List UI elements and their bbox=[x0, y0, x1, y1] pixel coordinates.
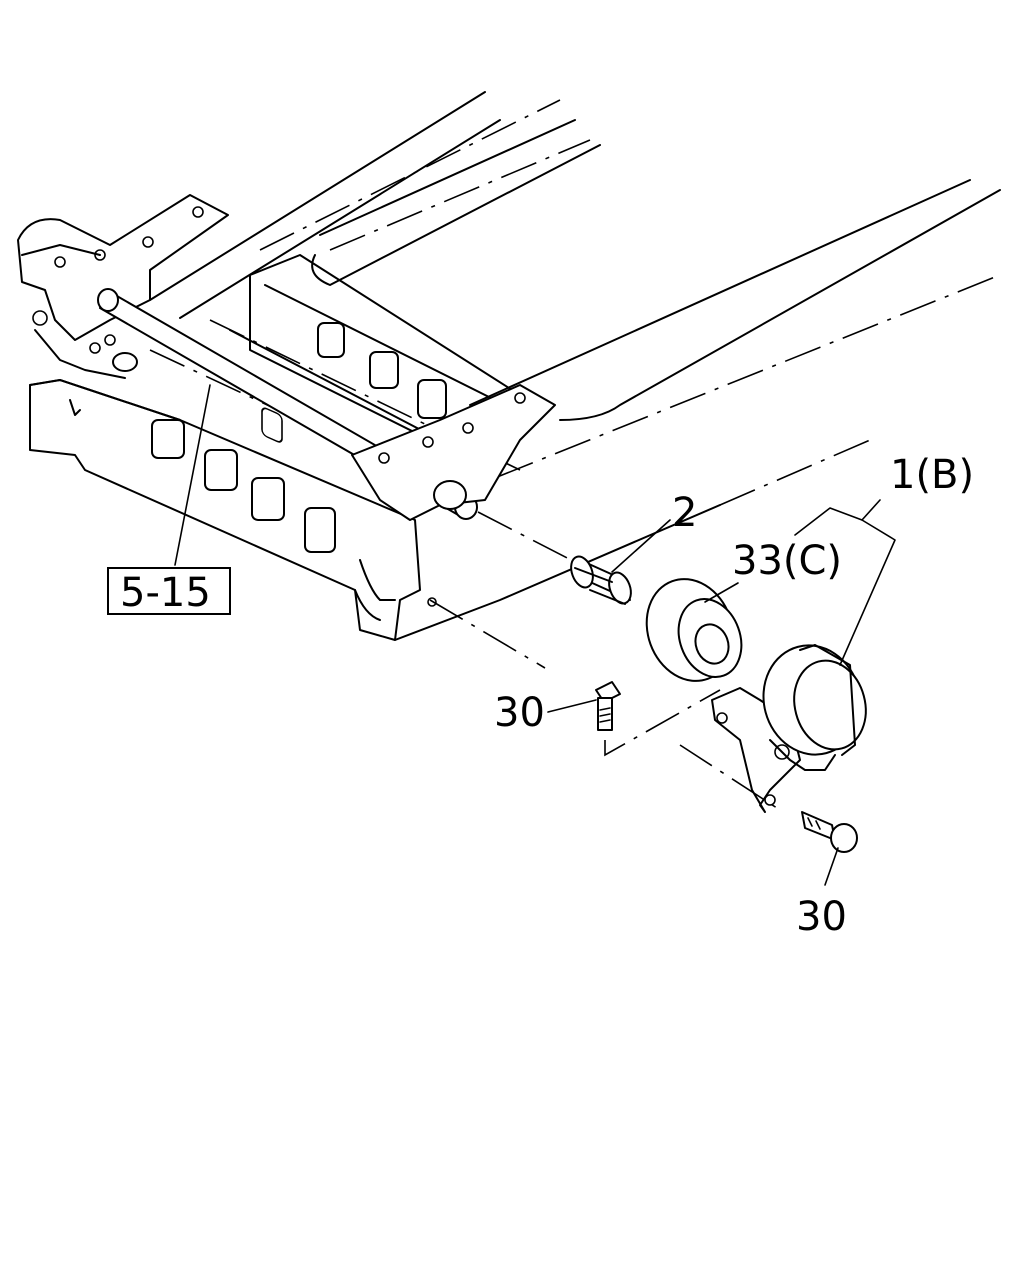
frame-rails bbox=[149, 91, 1001, 641]
clamp-bracket bbox=[711, 644, 867, 813]
right-bracket bbox=[351, 384, 556, 521]
bolt-right bbox=[679, 744, 858, 853]
part-30-left-label: 30 bbox=[494, 690, 545, 736]
chassis-frame bbox=[29, 254, 521, 641]
bolt-left bbox=[429, 599, 721, 757]
left-bracket bbox=[17, 194, 229, 379]
ref-box-label: 5-15 bbox=[120, 570, 211, 616]
rubber-bushing bbox=[645, 578, 743, 682]
part-33-label: 33(C) bbox=[732, 538, 842, 584]
part-2-label: 2 bbox=[672, 490, 697, 536]
bushing-sleeve bbox=[570, 555, 632, 605]
part-1-label: 1(B) bbox=[890, 452, 974, 498]
leader-lines bbox=[174, 384, 896, 886]
ref-box bbox=[107, 567, 231, 615]
part-30-right-label: 30 bbox=[796, 894, 847, 940]
